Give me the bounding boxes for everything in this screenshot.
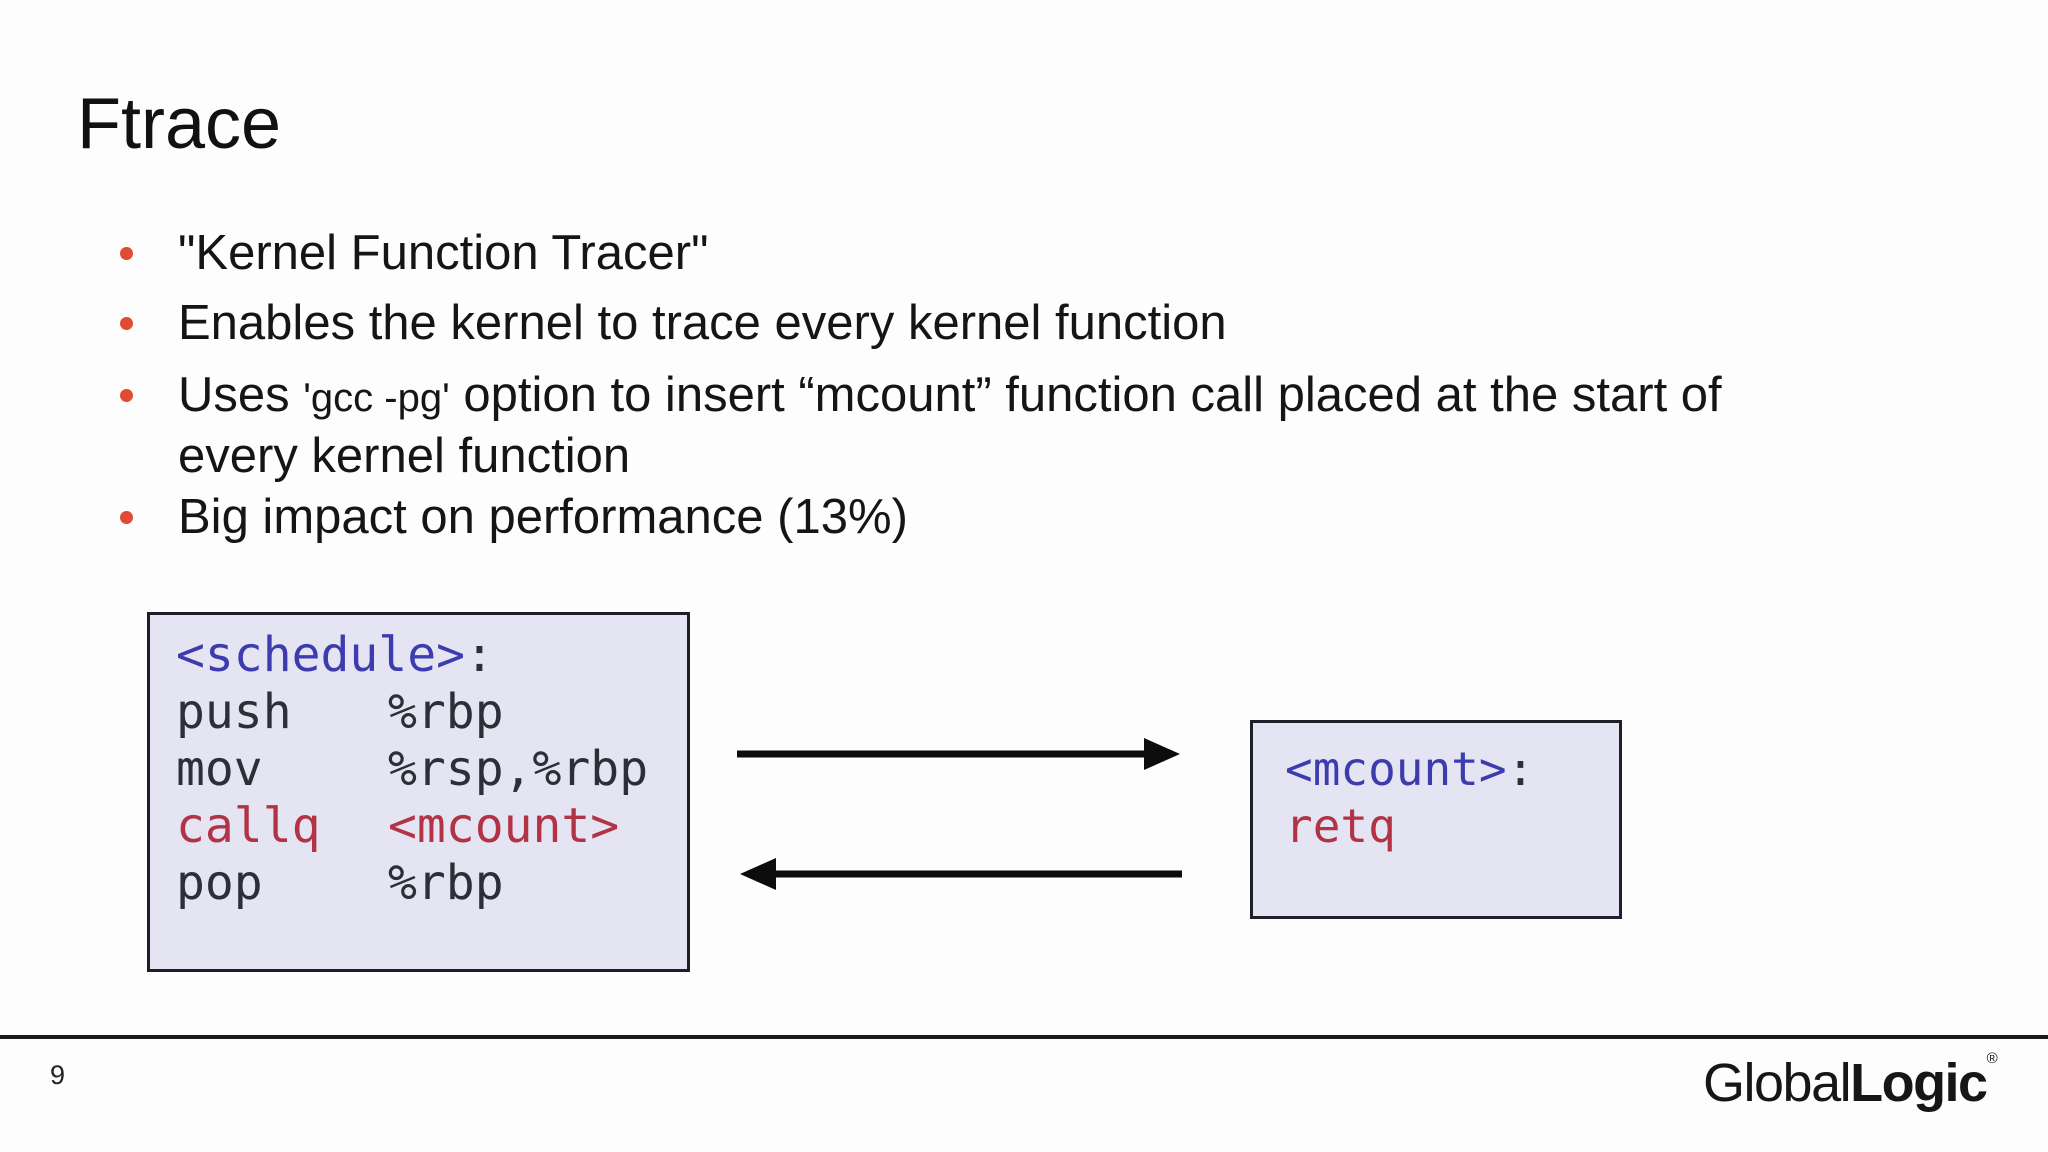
bullet-icon <box>120 317 133 330</box>
code-instruction-return: retq <box>1285 799 1396 853</box>
return-arrow-icon <box>740 858 1182 890</box>
bullet-item-3: Uses 'gcc -pg' option to insert “mcount”… <box>120 366 1722 485</box>
mcount-code-box: <mcount>: retq <box>1250 720 1622 919</box>
bullet-item-2: Enables the kernel to trace every kernel… <box>120 294 1227 352</box>
bullet-line-2: every kernel function <box>178 429 631 483</box>
bullet-text: Uses 'gcc -pg' option to insert “mcount”… <box>178 366 1722 485</box>
page-number: 9 <box>50 1060 66 1090</box>
logo-registered-mark: ® <box>1986 1050 1998 1067</box>
inline-code: 'gcc -pg' <box>303 376 450 420</box>
code-instruction: push%rbp <box>176 684 504 740</box>
bullet-icon <box>120 247 133 260</box>
bullet-text: "Kernel Function Tracer" <box>178 226 709 280</box>
bullet-icon <box>120 511 133 524</box>
code-instruction: mov%rsp,%rbp <box>176 741 649 797</box>
page-title: Ftrace <box>77 84 282 164</box>
call-arrow-icon <box>737 738 1180 770</box>
code-label-line: <schedule>: <box>176 627 494 683</box>
footer-divider <box>0 1035 2048 1039</box>
bullet-item-4: Big impact on performance (13%) <box>120 488 908 546</box>
bullet-icon <box>120 389 133 402</box>
code-label-line: <mcount>: <box>1285 742 1535 796</box>
bullet-text: Enables the kernel to trace every kernel… <box>178 296 1227 350</box>
logo-bold-text: Logic <box>1850 1053 1988 1113</box>
bullet-text: Big impact on performance (13%) <box>178 490 908 544</box>
logo-regular-text: Global <box>1703 1053 1852 1113</box>
globallogic-logo: GlobalLogic® <box>1703 1051 1998 1110</box>
bullet-line-1: Uses 'gcc -pg' option to insert “mcount”… <box>178 368 1722 422</box>
code-instruction-call: callq<mcount> <box>176 798 620 854</box>
call-return-arrows <box>737 738 1182 890</box>
schedule-code-box: <schedule>: push%rbp mov%rsp,%rbp callq<… <box>147 612 690 972</box>
bullet-item-1: "Kernel Function Tracer" <box>120 224 708 282</box>
code-instruction: pop%rbp <box>176 855 504 911</box>
